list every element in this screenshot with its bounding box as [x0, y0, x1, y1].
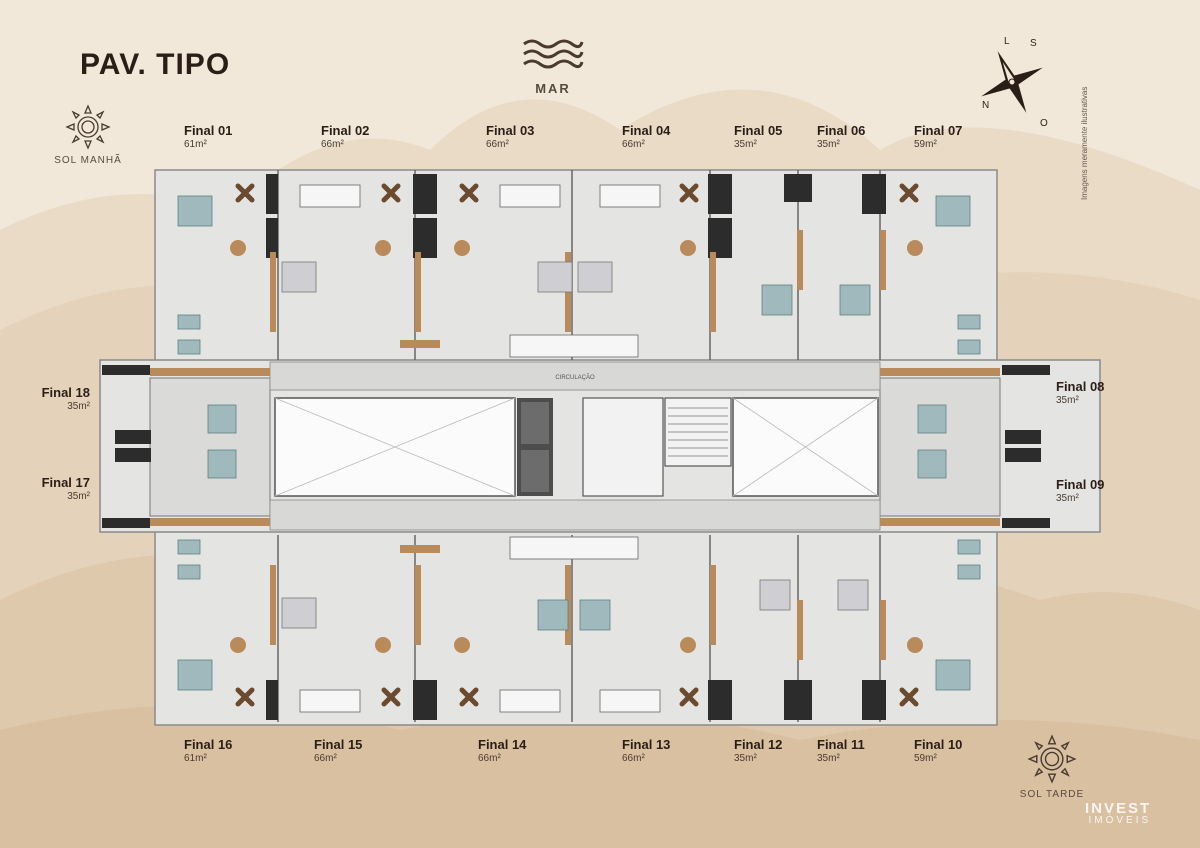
watermark-line1: INVEST	[1085, 800, 1152, 817]
page-title: PAV. TIPO	[80, 48, 231, 81]
sea-indicator: MAR	[520, 36, 586, 96]
sun-morning: SOL MANHÃ	[54, 104, 122, 166]
compass-n: N	[982, 100, 989, 111]
sun-afternoon: SOL TARDE	[1016, 734, 1088, 800]
sea-label: MAR	[535, 81, 571, 96]
compass-o: O	[1040, 118, 1048, 129]
watermark-logo: INVEST IMÓVEIS	[1085, 800, 1151, 826]
compass-l: L	[1004, 36, 1010, 47]
watermark-line2: IMÓVEIS	[1088, 815, 1152, 826]
sun-icon	[1027, 734, 1077, 784]
sun-afternoon-label: SOL TARDE	[1019, 789, 1085, 800]
compass-s: S	[1030, 38, 1037, 49]
sun-icon	[65, 104, 111, 150]
sun-morning-label: SOL MANHÃ	[54, 155, 122, 166]
corridor-label: CIRCULAÇÃO	[555, 374, 595, 381]
waves-icon	[523, 39, 584, 69]
compass-rose-icon: N S L O	[981, 36, 1048, 129]
